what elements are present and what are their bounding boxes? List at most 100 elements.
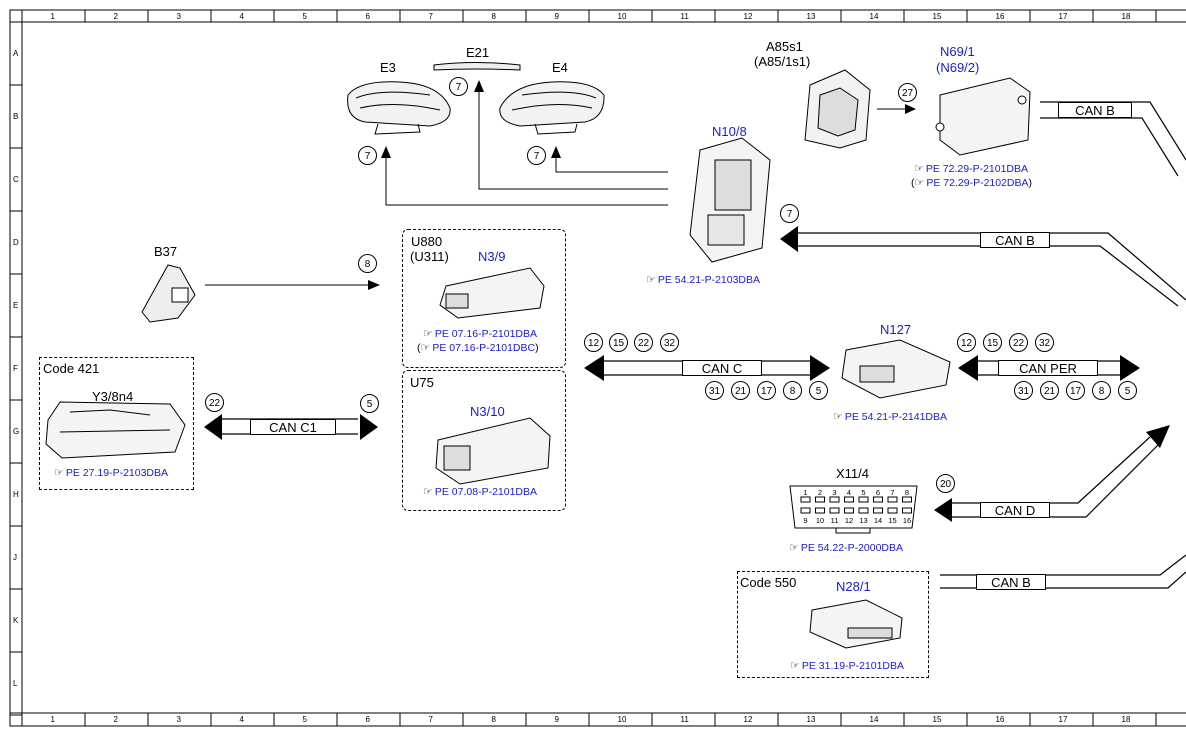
column-label-top: 7 <box>428 12 433 21</box>
n69-label: N69/1 <box>940 44 975 59</box>
connector-pin <box>902 496 912 503</box>
u75-label: U75 <box>410 375 434 390</box>
column-label-bottom: 11 <box>680 715 689 724</box>
column-label-top: 4 <box>239 12 244 21</box>
ref-circle: 7 <box>358 146 377 165</box>
row-label: E <box>13 300 19 310</box>
can-b-bottom-label: CAN B <box>976 574 1046 590</box>
column-label-bottom: 1 <box>50 715 55 724</box>
ref-circle: 27 <box>898 83 917 102</box>
drawing-frame <box>9 9 1186 727</box>
x11-ref[interactable]: ☞PE 54.22-P-2000DBA <box>789 542 904 554</box>
pointing-hand-icon: ☞ <box>423 328 433 340</box>
column-label-bottom: 12 <box>743 715 753 724</box>
n127-ref[interactable]: ☞PE 54.21-P-2141DBA <box>833 411 948 423</box>
ref-circle: 21 <box>731 381 750 400</box>
e21-label: E21 <box>466 45 490 60</box>
column-label-bottom: 4 <box>239 715 244 724</box>
ref-circle: 12 <box>584 333 603 352</box>
n310-ref[interactable]: ☞PE 07.08-P-2101DBA <box>423 486 538 498</box>
pointing-hand-icon: ☞ <box>423 486 433 498</box>
connector-pin <box>829 496 840 503</box>
n69-ref-2[interactable]: (☞PE 72.29-P-2102DBA) <box>911 177 1033 189</box>
code550-label: Code 550 <box>740 575 797 590</box>
pointing-hand-icon: ☞ <box>790 660 800 672</box>
column-label-top: 14 <box>869 12 879 21</box>
column-label-top: 2 <box>113 12 118 21</box>
connector-pin <box>887 507 898 514</box>
ref-circle: 7 <box>449 77 468 96</box>
row-label: J <box>13 552 17 562</box>
row-label: H <box>13 489 19 499</box>
n39-ref-2[interactable]: (☞PE 07.16-P-2101DBC) <box>417 342 539 354</box>
n310-label: N3/10 <box>470 404 505 419</box>
a85s1-label: A85s1 <box>766 39 803 54</box>
column-label-bottom: 2 <box>113 715 118 724</box>
n10-ref[interactable]: ☞PE 54.21-P-2103DBA <box>646 274 761 286</box>
column-label-bottom: 10 <box>617 715 627 724</box>
can-b-mid-label: CAN B <box>980 232 1050 248</box>
column-label-bottom: 18 <box>1121 715 1131 724</box>
e4-headlamp-image <box>499 81 605 135</box>
can-c-label: CAN C <box>682 360 762 376</box>
ref-circle: 7 <box>780 204 799 223</box>
row-label: B <box>13 111 19 121</box>
n39-ref-1[interactable]: ☞PE 07.16-P-2101DBA <box>423 328 538 340</box>
row-label: L <box>13 678 18 688</box>
pointing-hand-icon: ☞ <box>914 177 925 189</box>
ref-circle: 5 <box>360 394 379 413</box>
code421-dashed-box <box>39 357 194 490</box>
b37-label: B37 <box>154 244 178 259</box>
column-label-bottom: 5 <box>302 715 307 724</box>
connector-pin-number: 5 <box>861 488 865 497</box>
ref-circle: 31 <box>705 381 724 400</box>
column-label-top: 16 <box>995 12 1005 21</box>
connector-pin-number: 3 <box>832 488 836 497</box>
ref-circle: 5 <box>809 381 828 400</box>
u880-dashed-box <box>402 229 566 368</box>
column-label-bottom: 8 <box>491 715 496 724</box>
connector-pin-number: 11 <box>831 516 839 525</box>
connector-pin-number: 16 <box>903 516 911 525</box>
column-label-top: 18 <box>1121 12 1131 21</box>
column-label-top: 6 <box>365 12 370 21</box>
column-label-bottom: 7 <box>428 715 433 724</box>
ref-circle: 22 <box>1009 333 1028 352</box>
row-label: D <box>13 237 19 247</box>
can-per-label: CAN PER <box>998 360 1098 376</box>
column-label-top: 11 <box>680 12 689 21</box>
column-label-top: 15 <box>932 12 942 21</box>
bus-arrowheads <box>204 226 1170 522</box>
code550-dashed-box <box>737 571 929 678</box>
n69-ref-1[interactable]: ☞PE 72.29-P-2101DBA <box>914 163 1029 175</box>
column-label-bottom: 3 <box>176 715 181 724</box>
ref-circle: 15 <box>609 333 628 352</box>
connector-pin-number: 13 <box>859 516 867 525</box>
column-label-top: 12 <box>743 12 753 21</box>
connector-pin <box>858 507 869 514</box>
n28-ref[interactable]: ☞PE 31.19-P-2101DBA <box>790 660 905 672</box>
ref-circle: 8 <box>1092 381 1111 400</box>
ref-circle: 8 <box>358 254 377 273</box>
e4-label: E4 <box>552 60 568 75</box>
y3-ref[interactable]: ☞PE 27.19-P-2103DBA <box>54 467 169 479</box>
x11-label: X11/4 <box>836 466 870 481</box>
ref-circle: 21 <box>1040 381 1059 400</box>
ref-circle: 20 <box>936 474 955 493</box>
column-label-top: 9 <box>554 12 559 21</box>
n310-ecu-image <box>435 417 551 485</box>
ref-circle: 32 <box>1035 333 1054 352</box>
connector-pin-number: 2 <box>818 488 822 497</box>
connector-pin <box>844 496 854 503</box>
n69-alt-label: (N69/2) <box>936 60 980 75</box>
ref-circle: 7 <box>527 146 546 165</box>
n10-sam-module-image <box>689 137 771 263</box>
n39-ecu-image <box>439 267 545 319</box>
column-label-bottom: 14 <box>869 715 879 724</box>
code421-label: Code 421 <box>43 361 100 376</box>
ref-circle: 12 <box>957 333 976 352</box>
ref-circle: 15 <box>983 333 1002 352</box>
n39-label: N3/9 <box>478 249 506 264</box>
row-label: F <box>13 363 18 373</box>
